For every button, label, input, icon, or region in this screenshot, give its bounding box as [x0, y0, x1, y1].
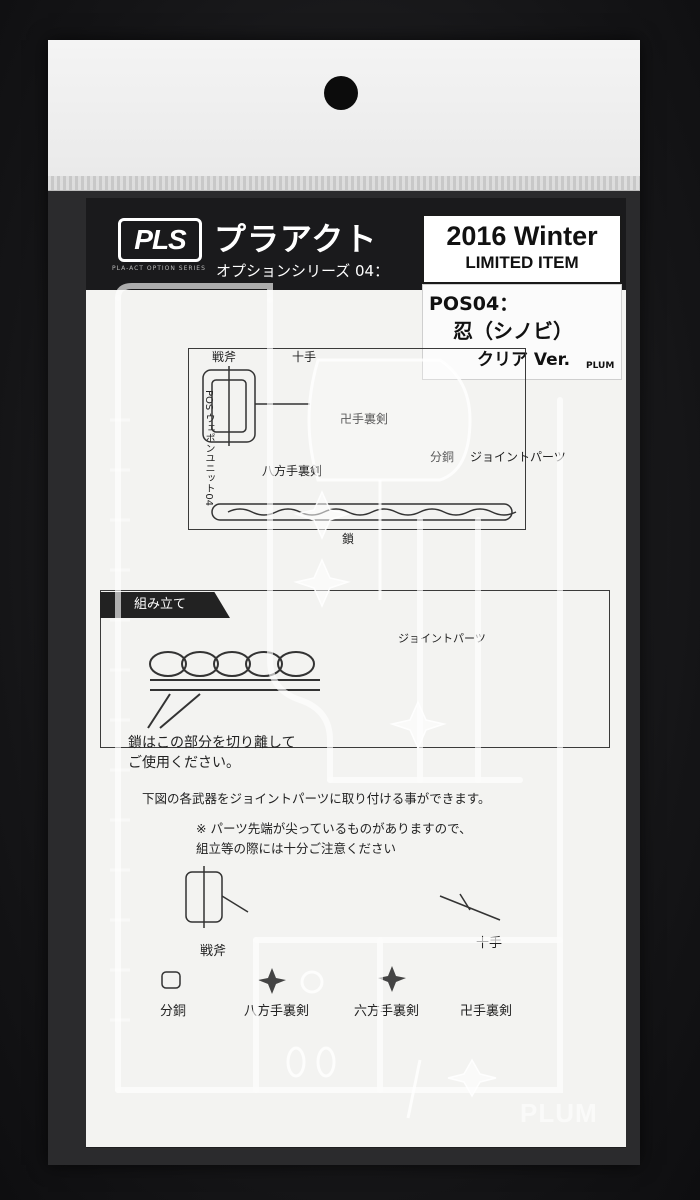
product-sticker: POS04： 忍（シノビ） クリア Ver. PLUM	[422, 284, 622, 380]
assembly-section-tab: 組み立て	[100, 592, 230, 618]
brand-logo-subtitle: PLA-ACT OPTION SERIES	[112, 265, 206, 272]
product-name: 忍（シノビ）	[453, 319, 573, 343]
chain-strip-drawing	[211, 503, 517, 521]
plum-watermark: PLUM	[520, 1098, 598, 1128]
product-version: クリア Ver.	[477, 350, 571, 370]
clear-joint-parts	[286, 970, 422, 1119]
brand-title: プラアクト	[214, 220, 378, 258]
weapon-label-fundo: 分銅	[160, 1004, 187, 1019]
weapon-label-happo: 八方手裏剣	[244, 1004, 310, 1019]
maker-label: PLUM	[586, 361, 615, 371]
caution-line2: 組立等の際には十分ご注意ください	[196, 841, 397, 856]
weapon-label-manji: 卍手裏剣	[460, 1004, 513, 1019]
chain-note-line1: 鎖はこの部分を切り離して	[128, 735, 296, 751]
limited-subtitle: LIMITED ITEM	[465, 253, 579, 272]
side-label: POS ウェポンユニット04	[203, 390, 214, 507]
product-code: POS04：	[429, 293, 519, 315]
part-label-axe: 戦斧	[212, 350, 237, 364]
clear-shuriken-parts	[293, 490, 497, 1098]
bag-seal-strip	[48, 176, 640, 190]
limited-title: 2016 Winter	[446, 221, 598, 251]
clear-sprue-ladder	[110, 418, 130, 1022]
part-label-chain: 鎖	[342, 532, 355, 546]
clear-sprue	[115, 283, 563, 1093]
shuriken-drawings	[258, 966, 406, 994]
parts-diagram-frame	[188, 348, 526, 530]
part-label-jitte: 十手	[292, 350, 317, 364]
part-label-fundo: 分銅	[430, 448, 454, 465]
assembly-frame	[100, 590, 610, 748]
part-label-joint: ジョイントパーツ	[470, 450, 566, 464]
fundo-drawing	[161, 971, 181, 989]
weapon-label-axe: 戦斧	[200, 944, 227, 959]
axe-drawing	[202, 366, 310, 446]
limited-sticker: 2016 Winter LIMITED ITEM	[422, 214, 622, 284]
part-label-manji: 卍手裏剣	[340, 410, 388, 427]
part-label-happo: 八方手裏剣	[262, 464, 323, 478]
brand-series: オプションシリーズ 04：	[216, 262, 390, 280]
jitte-drawing	[439, 893, 501, 921]
weapon-label-roppo: 六方手裏剣	[354, 1004, 420, 1019]
brand-logo: PLS	[118, 218, 202, 262]
hang-hole	[324, 76, 358, 110]
chain-assembly-drawing	[147, 651, 320, 729]
clear-axe-part	[307, 358, 472, 600]
weapons-note: 下図の各武器をジョイントパーツに取り付ける事ができます。	[142, 791, 491, 806]
chain-note-line2: ご使用ください。	[128, 755, 240, 771]
axe-weapon-drawing	[185, 866, 249, 928]
bag-header-card	[48, 40, 640, 191]
instruction-sheet	[86, 285, 626, 1147]
caution-line1: ※ パーツ先端が尖っているものがありますので、	[196, 821, 472, 836]
